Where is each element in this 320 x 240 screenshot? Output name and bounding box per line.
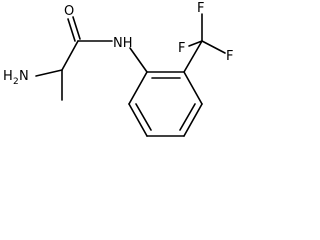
structure-diagram: O NH H 2 N F F F xyxy=(0,0,244,150)
ring-bond-3 xyxy=(183,103,203,137)
amine-n-label: N xyxy=(19,69,29,84)
bond-alpha-amine xyxy=(35,69,63,77)
amide-nh-label: NH xyxy=(113,36,133,51)
bond-c-f-left xyxy=(188,40,203,47)
fluorine-left-label: F xyxy=(178,41,185,56)
bonds xyxy=(35,13,226,137)
atom-labels: O NH H 2 N F F F xyxy=(3,1,233,87)
ring-bond-2 xyxy=(183,71,203,105)
ring-double-3 xyxy=(135,103,152,131)
amine-subscript-label: 2 xyxy=(13,77,19,87)
fluorine-right-label: F xyxy=(226,49,233,64)
ring-bond-5 xyxy=(128,103,148,137)
bond-carbonyl-alpha xyxy=(61,40,79,71)
bond-carbonyl-b xyxy=(72,16,81,40)
bond-carbonyl-a xyxy=(67,18,76,42)
bond-nh-ring xyxy=(129,47,148,73)
oxygen-label: O xyxy=(64,4,74,19)
ring-bond-6 xyxy=(128,71,148,105)
molecule-svg: O NH H 2 N F F F xyxy=(3,1,233,137)
amine-h-label: H xyxy=(3,69,13,84)
bond-ring-cf3 xyxy=(183,40,203,73)
ring-double-2 xyxy=(179,103,196,131)
fluorine-top-label: F xyxy=(197,1,204,16)
bond-c-f-right xyxy=(201,40,226,54)
